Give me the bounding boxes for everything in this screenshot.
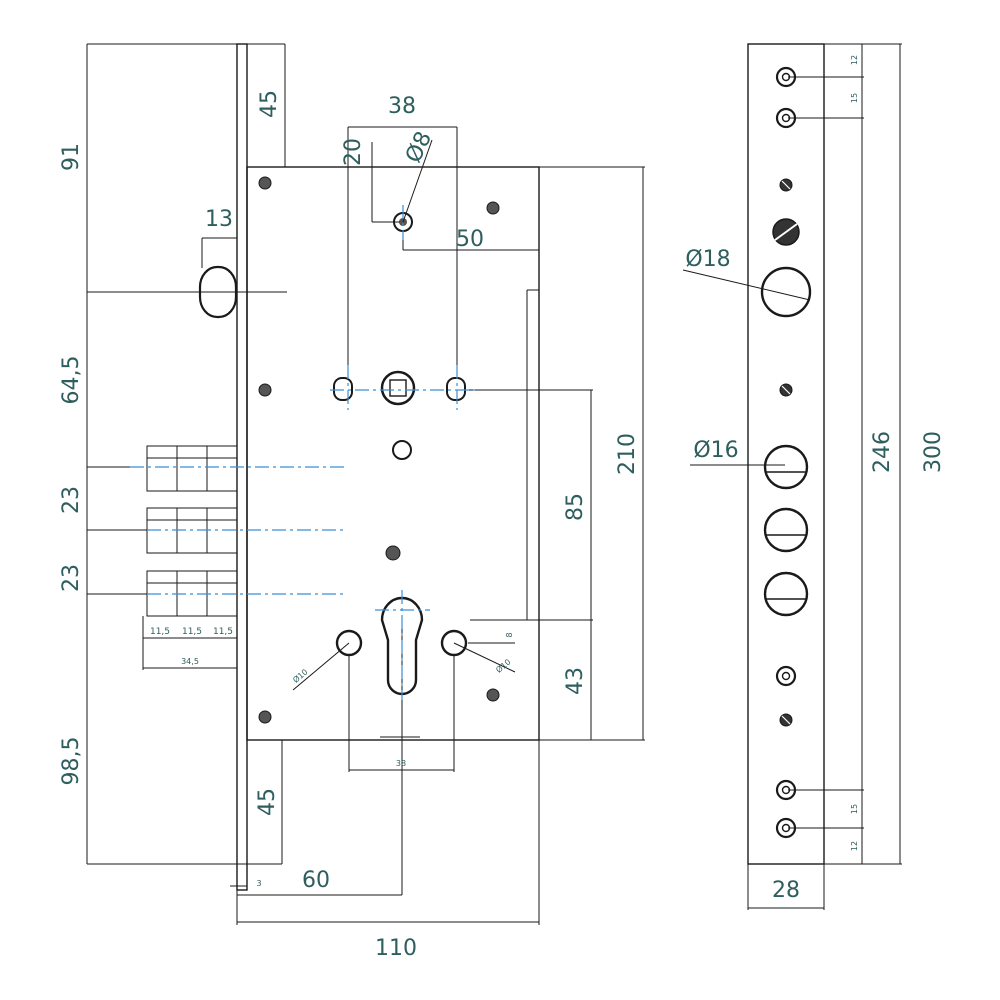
dim-60: 60: [302, 868, 330, 893]
dim-11-5-c: 11,5: [213, 627, 233, 637]
dim-dia8: Ø8: [401, 128, 437, 167]
dim-11-5-b: 11,5: [182, 627, 202, 637]
deadbolt-holes: [763, 444, 809, 617]
dim-45-top: 45: [257, 90, 282, 118]
dim-dia18: Ø18: [685, 247, 730, 272]
dim-dia10-left: Ø10: [291, 667, 310, 685]
dim-45-bottom: 45: [255, 788, 280, 816]
dim-dia16: Ø16: [693, 438, 738, 463]
mounting-screws: [258, 176, 500, 724]
dim-43: 43: [563, 667, 588, 695]
right-view-labels: Ø18 Ø16 246 300 28 12 15 15 12: [685, 55, 946, 903]
dim-210: 210: [615, 433, 640, 475]
dim-11-5-a: 11,5: [150, 627, 170, 637]
dimension-lines-left: [86, 43, 645, 925]
faceplate-small-screws: [779, 178, 793, 727]
right-view: [682, 43, 902, 910]
latch-hole: [760, 266, 812, 318]
dim-3: 3: [256, 879, 261, 888]
dim-50: 50: [456, 227, 484, 252]
dim-8: 8: [505, 632, 514, 637]
dim-91: 91: [59, 143, 84, 171]
dim-15-top: 15: [850, 93, 859, 103]
handle-slot-left: [333, 377, 353, 401]
dim-23-a: 23: [59, 486, 84, 514]
dimension-lines-right: [682, 43, 902, 910]
lock-case: [246, 166, 540, 741]
dim-38-bottom: 38: [396, 759, 406, 768]
cylinder-keyhole: [380, 596, 424, 696]
faceplate-front: [747, 43, 825, 865]
dim-23-b: 23: [59, 564, 84, 592]
small-hole: [392, 440, 412, 460]
dim-64-5: 64,5: [59, 356, 84, 405]
dim-38-top: 38: [388, 94, 416, 119]
dim-85: 85: [563, 493, 588, 521]
dim-98-5: 98,5: [59, 737, 84, 786]
left-view: [86, 43, 645, 925]
dim-12-bottom: 12: [850, 841, 859, 851]
dim-12-top: 12: [850, 55, 859, 65]
centerlines: [130, 205, 475, 700]
left-view-labels: 91 64,5 23 23 98,5 45 45 13 38 20 Ø8 50 …: [59, 90, 640, 961]
spindle-follower: [380, 370, 416, 406]
dim-15-bottom: 15: [850, 804, 859, 814]
dim-300: 300: [921, 431, 946, 473]
handle-slot-right: [446, 377, 466, 401]
deadbolt-row-1: [146, 445, 238, 492]
faceplate-screw-holes: [775, 66, 797, 839]
dim-20: 20: [341, 138, 366, 166]
dim-110: 110: [375, 936, 417, 961]
dim-dia10-right: Ø10: [494, 657, 513, 675]
dim-13: 13: [205, 207, 233, 232]
dim-246: 246: [870, 431, 895, 473]
dim-34-5: 34,5: [181, 657, 199, 666]
dim-28: 28: [772, 878, 800, 903]
